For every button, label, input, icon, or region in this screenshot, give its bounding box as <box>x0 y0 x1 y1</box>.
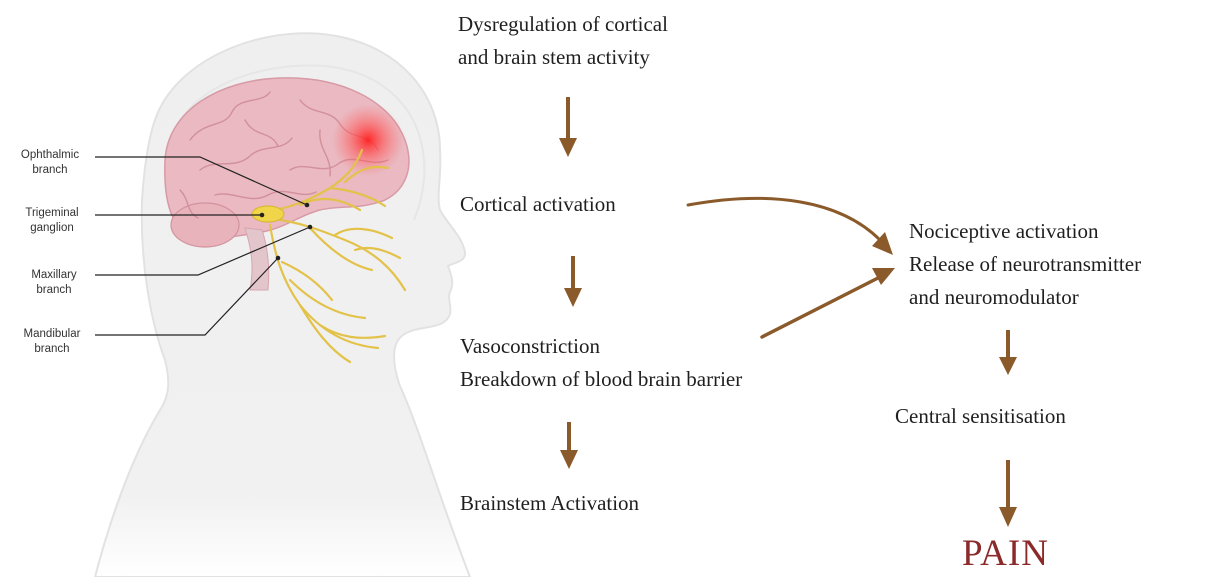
vasoconstriction-label: Vasoconstriction Breakdown of blood brai… <box>460 330 742 396</box>
ophthalmic-line-2: branch <box>10 163 90 178</box>
pain-text: PAIN <box>962 533 1049 574</box>
mandibular-line-2: branch <box>12 342 92 357</box>
arrow-nociceptive-to-central <box>999 330 1017 375</box>
vaso-line-1: Vasoconstriction <box>460 330 742 363</box>
arrow-central-to-pain <box>999 460 1017 527</box>
maxillary-line-1: Maxillary <box>14 268 94 283</box>
cortical-activation-label: Cortical activation <box>460 192 616 217</box>
dysregulation-label: Dysregulation of cortical and brain stem… <box>458 8 668 74</box>
nociceptive-line-2: Release of neurotransmitter <box>909 248 1141 281</box>
maxillary-label: Maxillary branch <box>14 268 94 298</box>
arrow-dysregulation-to-cortical <box>559 97 577 157</box>
arrow-vaso-to-nociceptive <box>762 268 895 337</box>
brainstem-activation-text: Brainstem Activation <box>460 491 639 515</box>
vaso-line-2: Breakdown of blood brain barrier <box>460 363 742 396</box>
cortical-activation-text: Cortical activation <box>460 192 616 216</box>
arrow-cortical-to-nociceptive <box>688 198 893 255</box>
trigeminal-line-2: ganglion <box>12 221 92 236</box>
central-sensitisation-text: Central sensitisation <box>895 404 1066 428</box>
dysregulation-line-2: and brain stem activity <box>458 41 668 74</box>
brainstem-activation-label: Brainstem Activation <box>460 491 639 516</box>
dysregulation-line-1: Dysregulation of cortical <box>458 8 668 41</box>
nociceptive-line-3: and neuromodulator <box>909 281 1141 314</box>
maxillary-line-2: branch <box>14 283 94 298</box>
mandibular-line-1: Mandibular <box>12 327 92 342</box>
trigeminal-line-1: Trigeminal <box>12 206 92 221</box>
trigeminal-ganglion <box>252 206 284 222</box>
nociceptive-line-1: Nociceptive activation <box>909 215 1141 248</box>
trigeminal-label: Trigeminal ganglion <box>12 206 92 236</box>
ophthalmic-label: Ophthalmic branch <box>10 148 90 178</box>
pain-label: PAIN <box>962 532 1049 575</box>
mandibular-label: Mandibular branch <box>12 327 92 357</box>
pain-spot <box>332 104 404 176</box>
arrow-cortical-to-vaso <box>564 256 582 307</box>
central-sensitisation-label: Central sensitisation <box>895 404 1066 429</box>
cerebellum <box>171 203 239 247</box>
ophthalmic-line-1: Ophthalmic <box>10 148 90 163</box>
nociceptive-label: Nociceptive activation Release of neurot… <box>909 215 1141 314</box>
head-illustration <box>95 33 470 577</box>
arrow-vaso-to-brainstem <box>560 422 578 469</box>
